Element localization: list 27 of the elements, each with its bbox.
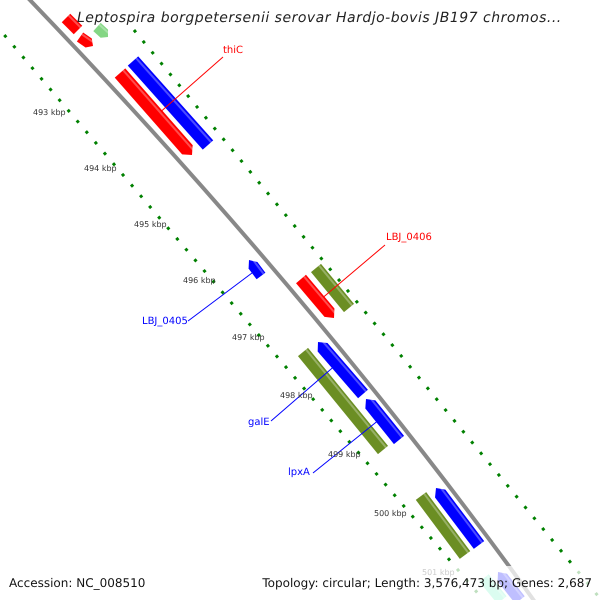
- leader-line: [323, 244, 386, 298]
- leader-line: [161, 56, 224, 112]
- scale-label: 494 kbp: [84, 164, 117, 174]
- accession-text: Accession: NC_008510: [9, 575, 146, 592]
- map-title: Leptospira borgpetersenii serovar Hardjo-bovis JB197 chromos...: [77, 9, 562, 28]
- gene-label: LBJ_0406: [386, 232, 432, 244]
- gene-label: lpxA: [288, 467, 310, 479]
- gene-feature: [76, 32, 96, 48]
- scale-label: 500 kbp: [374, 509, 407, 519]
- scale-label: 496 kbp: [183, 276, 216, 286]
- genome-stats-text: Topology: circular; Length: 3,576,473 bp; Genes: 2,687: [262, 576, 592, 592]
- leader-line: [188, 272, 253, 322]
- gene-label: galE: [248, 417, 270, 429]
- scale-label: 498 kbp: [280, 391, 313, 401]
- gene-feature: [416, 492, 470, 559]
- gene-label: LBJ_0405: [142, 316, 188, 328]
- gene-feature: [248, 257, 266, 280]
- gene-feature: [310, 264, 354, 312]
- gene-label: thiC: [223, 45, 244, 57]
- scale-label: 493 kbp: [33, 108, 66, 118]
- leader-line: [270, 367, 333, 422]
- scale-label: 497 kbp: [232, 333, 265, 343]
- gene-feature: [128, 56, 214, 150]
- gene-feature: [435, 485, 484, 549]
- gene-feature: [114, 68, 196, 155]
- scale-label: 495 kbp: [134, 220, 167, 230]
- leader-line: [312, 421, 378, 474]
